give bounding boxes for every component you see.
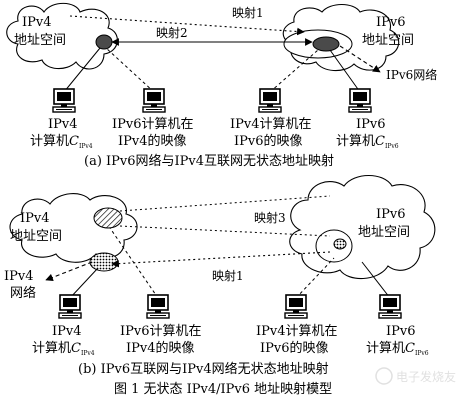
link-ipv6-image	[105, 47, 155, 93]
computer-c-ipv4-icon-b	[58, 294, 82, 319]
mapping2-label: 映射2	[156, 25, 188, 40]
label-ipv6-image-l2: IPv4的映像	[118, 133, 187, 149]
ipv6-space-label-b: IPv6	[376, 207, 406, 222]
ipv6-image-in-ipv4	[95, 34, 113, 50]
watermark: 电子发烧友	[375, 367, 456, 385]
to-ipv4-net-arrow	[45, 261, 93, 282]
panel-a: IPv4 地址空间 IPv6 地址空间 映射1 映射2 IPv6网络 IPv4 …	[6, 2, 437, 169]
mapping1-label: 映射1	[232, 5, 264, 20]
ipv4-computer-image-icon	[258, 88, 282, 113]
mapping3-label: 映射3	[254, 210, 286, 225]
ipv6-computer-image-icon	[142, 88, 166, 113]
ipv4-c-in-ipv4-b	[89, 252, 119, 272]
to-ipv6-net-arrow	[339, 45, 381, 73]
label-ipv4-image-b-l1: IPv4计算机在	[256, 324, 338, 339]
ipv4-image-in-ipv6-b	[333, 238, 347, 250]
ipv4-space-label: IPv4	[22, 15, 52, 30]
ipv4-net-label: IPv4	[4, 269, 34, 284]
ipv6-computer-image-icon-b	[146, 294, 170, 319]
mapping1-arrow	[69, 15, 305, 36]
ipv4-cloud-b	[9, 193, 138, 263]
figure-caption: 图 1 无状态 IPv4/IPv6 地址映射模型	[114, 381, 332, 397]
computer-c-ipv6-icon	[348, 88, 372, 113]
panel-b: IPv4 地址空间 IPv6 地址空间 映射3 映射1 IPv4 网络 IPv4…	[4, 174, 436, 377]
label-ipv4-image-b-l2: IPv6的映像	[260, 340, 329, 356]
watermark-text: 电子发烧友	[396, 369, 456, 384]
label-c-ipv4-b-l2: 计算机CIPv4	[32, 341, 95, 357]
label-ipv6-image-b-l1: IPv6计算机在	[120, 324, 202, 339]
ipv4-cloud	[6, 2, 118, 70]
caption-a: (a) IPv6网络与IPv4互联网无状态地址映射	[84, 153, 334, 169]
ipv6-space-label-b-2: 地址空间	[358, 225, 410, 240]
ipv4-space-label-b: IPv4	[20, 211, 50, 226]
label-c-ipv6-b-l2: 计算机CIPv6	[366, 341, 429, 357]
watermark-logo-icon	[375, 367, 393, 385]
label-c-ipv6-l1: IPv6	[356, 117, 386, 132]
label-ipv6-image-l1: IPv6计算机在	[112, 117, 194, 132]
label-ipv4-image-l1: IPv4计算机在	[230, 117, 312, 132]
ipv6-net-label: IPv6网络	[386, 67, 437, 82]
ipv4-image-in-ipv6	[312, 36, 340, 52]
label-ipv6-image-b-l2: IPv4的映像	[126, 340, 195, 356]
ipv6-image-in-ipv4-b	[93, 207, 123, 229]
ipv4-net-label-2: 网络	[10, 285, 36, 301]
ipv6-space-label: IPv6	[376, 15, 406, 30]
label-c-ipv6-l2: 计算机CIPv6	[336, 134, 399, 150]
mapping3-line-top	[119, 195, 331, 212]
ipv4-space-label-2: 地址空间	[14, 33, 66, 48]
label-c-ipv4-l2: 计算机CIPv4	[30, 134, 93, 150]
link-c-ipv6	[329, 49, 361, 93]
link-c-ipv4-b	[69, 267, 99, 299]
label-c-ipv6-b-l1: IPv6	[386, 324, 416, 339]
ipv4-computer-image-icon-b	[284, 294, 308, 319]
computer-c-ipv4-icon	[52, 88, 76, 113]
mapping3-line-bottom	[119, 225, 331, 237]
ipv6-space-label-2: 地址空间	[362, 33, 414, 48]
ipv4-space-label-b-2: 地址空间	[10, 229, 62, 244]
link-c-ipv4	[63, 47, 101, 93]
computer-c-ipv6-icon-b	[378, 294, 402, 319]
label-c-ipv4-b-l1: IPv4	[52, 324, 82, 339]
mapping1-label-b: 映射1	[212, 268, 244, 283]
link-c-ipv6-b	[361, 261, 391, 299]
link-ipv6-image-b	[109, 227, 159, 299]
label-c-ipv4-l1: IPv4	[48, 117, 78, 132]
caption-b: (b) IPv6互联网与IPv4网络无状态地址映射	[78, 361, 329, 377]
link-ipv4-image	[269, 49, 319, 93]
mapping1-arrow-b	[111, 251, 331, 268]
label-ipv4-image-l2: IPv6的映像	[234, 133, 303, 149]
